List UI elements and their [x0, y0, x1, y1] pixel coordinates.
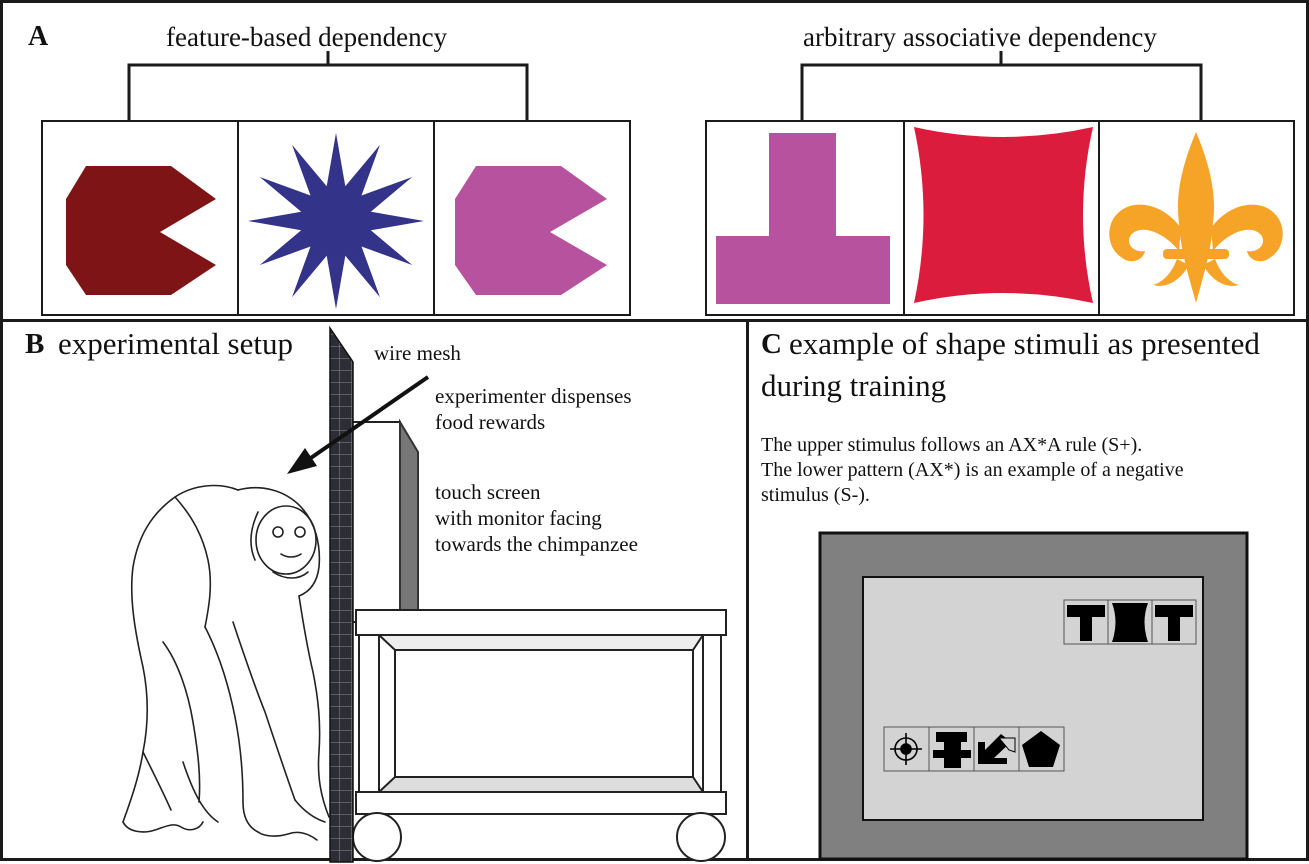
crosshair-icon: [890, 733, 922, 765]
touch-screen-cart: [349, 418, 727, 862]
monitor-side: [399, 418, 419, 624]
label-dispense-1: experimenter dispenses: [435, 384, 632, 408]
panel-c: C example of shape stimuli as presented …: [746, 319, 1309, 861]
label-wire-mesh: wire mesh: [374, 341, 461, 365]
touchscreen-illustration: [818, 531, 1249, 861]
magenta-inverted-t: [716, 133, 890, 304]
broken-arrow-icon: [978, 734, 1016, 764]
panel-a-letter: A: [28, 21, 49, 52]
navy-spiky-star: [248, 133, 424, 309]
panel-b-title: experimental setup: [58, 326, 293, 361]
panel-c-letter: C: [761, 328, 782, 360]
black-t-shape-right: [1155, 605, 1193, 641]
wheel-left: [352, 812, 402, 862]
cart-top: [355, 609, 727, 636]
dispense-arrowhead: [287, 448, 317, 474]
black-pentagon: [1022, 731, 1060, 767]
cart-bottom: [355, 791, 727, 815]
arbitrary-associative-title: arbitrary associative dependency: [803, 22, 1157, 52]
black-hourglass-blob: [1112, 603, 1148, 642]
monitor-back: [349, 421, 401, 623]
panel-c-title-1: example of shape stimuli as presented: [789, 326, 1260, 361]
panel-c-desc-1: The upper stimulus follows an AX*A rule …: [761, 434, 1143, 456]
black-t-shape-left: [1067, 605, 1105, 641]
panel-a-graphics: [41, 51, 1295, 316]
wire-mesh: [329, 325, 354, 863]
label-touch-2: with monitor facing: [435, 506, 602, 530]
gold-fleur-de-lis: [1109, 132, 1283, 303]
wheel-right: [676, 812, 726, 862]
panel-b-letter: B: [25, 328, 45, 360]
arbitrary-bracket: [800, 63, 1203, 121]
chimpanzee-drawing: [122, 484, 330, 841]
black-cross-block: [933, 732, 971, 768]
feature-based-title: feature-based dependency: [166, 22, 448, 52]
label-touch-3: towards the chimpanzee: [435, 532, 638, 556]
upper-stimulus-aXa: [1063, 599, 1197, 645]
crimson-concave-square: [914, 127, 1093, 303]
label-touch-1: touch screen: [435, 480, 541, 504]
panel-a: A feature-based dependency arbitrary ass…: [0, 0, 1309, 322]
label-dispense-2: food rewards: [435, 410, 546, 434]
panel-b-graphics: [122, 325, 727, 863]
magenta-notched-octagon: [455, 166, 607, 295]
dark-red-notched-octagon: [66, 166, 216, 295]
panel-c-title-2: during training: [761, 368, 947, 403]
panel-b: B experimental setup wire mesh experimen…: [0, 319, 749, 863]
panel-c-desc-3: stimulus (S-).: [761, 484, 870, 506]
lower-stimulus-aX: [883, 726, 1065, 772]
dispense-arrow: [303, 375, 430, 464]
panel-c-desc-2: The lower pattern (AX*) is an example of…: [761, 459, 1184, 481]
feature-bracket: [127, 63, 529, 121]
